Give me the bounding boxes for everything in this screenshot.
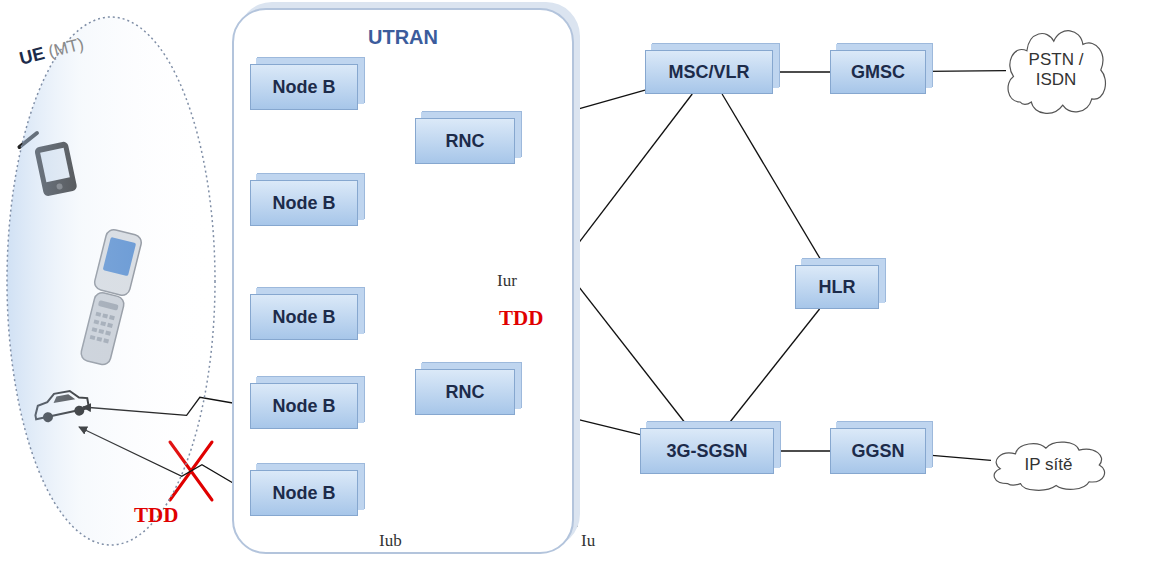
cloud-shape (994, 442, 1104, 490)
ue-outline (5, 15, 217, 547)
node-label: Node B (273, 483, 336, 504)
node-b-box: Node B (250, 180, 358, 226)
ue-title: UE (17, 43, 46, 68)
connector-line (774, 450, 830, 451)
interface-label: Iur (495, 271, 519, 291)
node-label: GMSC (851, 62, 905, 83)
ip-cloud: IP sítě (985, 437, 1112, 493)
region-title: UTRAN (234, 26, 572, 49)
node-label: Node B (273, 193, 336, 214)
connector-line (722, 94, 824, 265)
node-label: GGSN (851, 441, 904, 462)
ue-ellipse (7, 17, 215, 545)
rnc-box: RNC (415, 118, 515, 164)
node-b-box: Node B (250, 294, 358, 340)
gmsc-box: GMSC (830, 50, 926, 94)
connector-line (926, 70, 1006, 72)
rnc-box: RNC (415, 369, 515, 415)
node-label: Node B (273, 307, 336, 328)
node-label: 3G-SGSN (666, 441, 747, 462)
hlr-box: HLR (795, 265, 879, 309)
interface-label: Iub (379, 531, 402, 551)
connector-line (725, 309, 819, 428)
node-label: MSC/VLR (669, 62, 750, 83)
connector-line (773, 71, 830, 72)
node-label: Node B (273, 77, 336, 98)
tdd-note: TDD (134, 503, 178, 528)
node-b-box: Node B (250, 64, 358, 110)
utran-region: UTRAN Node B Node B Node B Node B Node B RNC RN… (232, 8, 574, 554)
node-label: HLR (819, 277, 856, 298)
node-label: PSTN / ISDN (1022, 50, 1091, 90)
msc-vlr-box: MSC/VLR (645, 50, 773, 94)
tdd-note: TDD (499, 306, 543, 331)
node-b-box: Node B (250, 470, 358, 516)
ggsn-box: GGSN (830, 428, 926, 474)
node-b-box: Node B (250, 383, 358, 429)
pstn-cloud: PSTN / ISDN (1000, 22, 1112, 118)
node-label: RNC (446, 131, 485, 152)
connector-line (926, 455, 991, 460)
node-label: Node B (273, 396, 336, 417)
interface-label: Iu (581, 531, 595, 551)
cloud-shape (1008, 31, 1105, 114)
ue-region: UE (MT) (5, 15, 217, 547)
sgsn-box: 3G-SGSN (640, 428, 774, 474)
node-label: RNC (446, 382, 485, 403)
node-label: IP sítě (1025, 455, 1073, 475)
